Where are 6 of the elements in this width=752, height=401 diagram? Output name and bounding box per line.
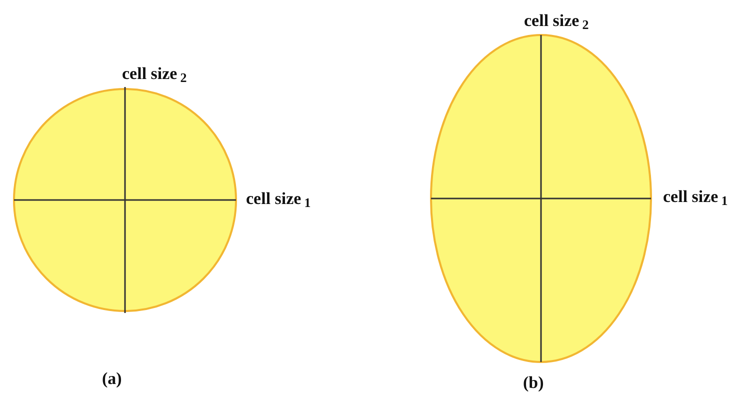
axis-label: cell size$_{2}$ (524, 11, 589, 31)
axis-label: cell size$_{1}$ (663, 187, 728, 207)
panel-label: (a) (102, 369, 122, 389)
axis-label: cell size$_{1}$ (246, 189, 311, 209)
panel-label: (b) (523, 373, 544, 393)
axis-label: cell size$_{2}$ (122, 64, 187, 84)
